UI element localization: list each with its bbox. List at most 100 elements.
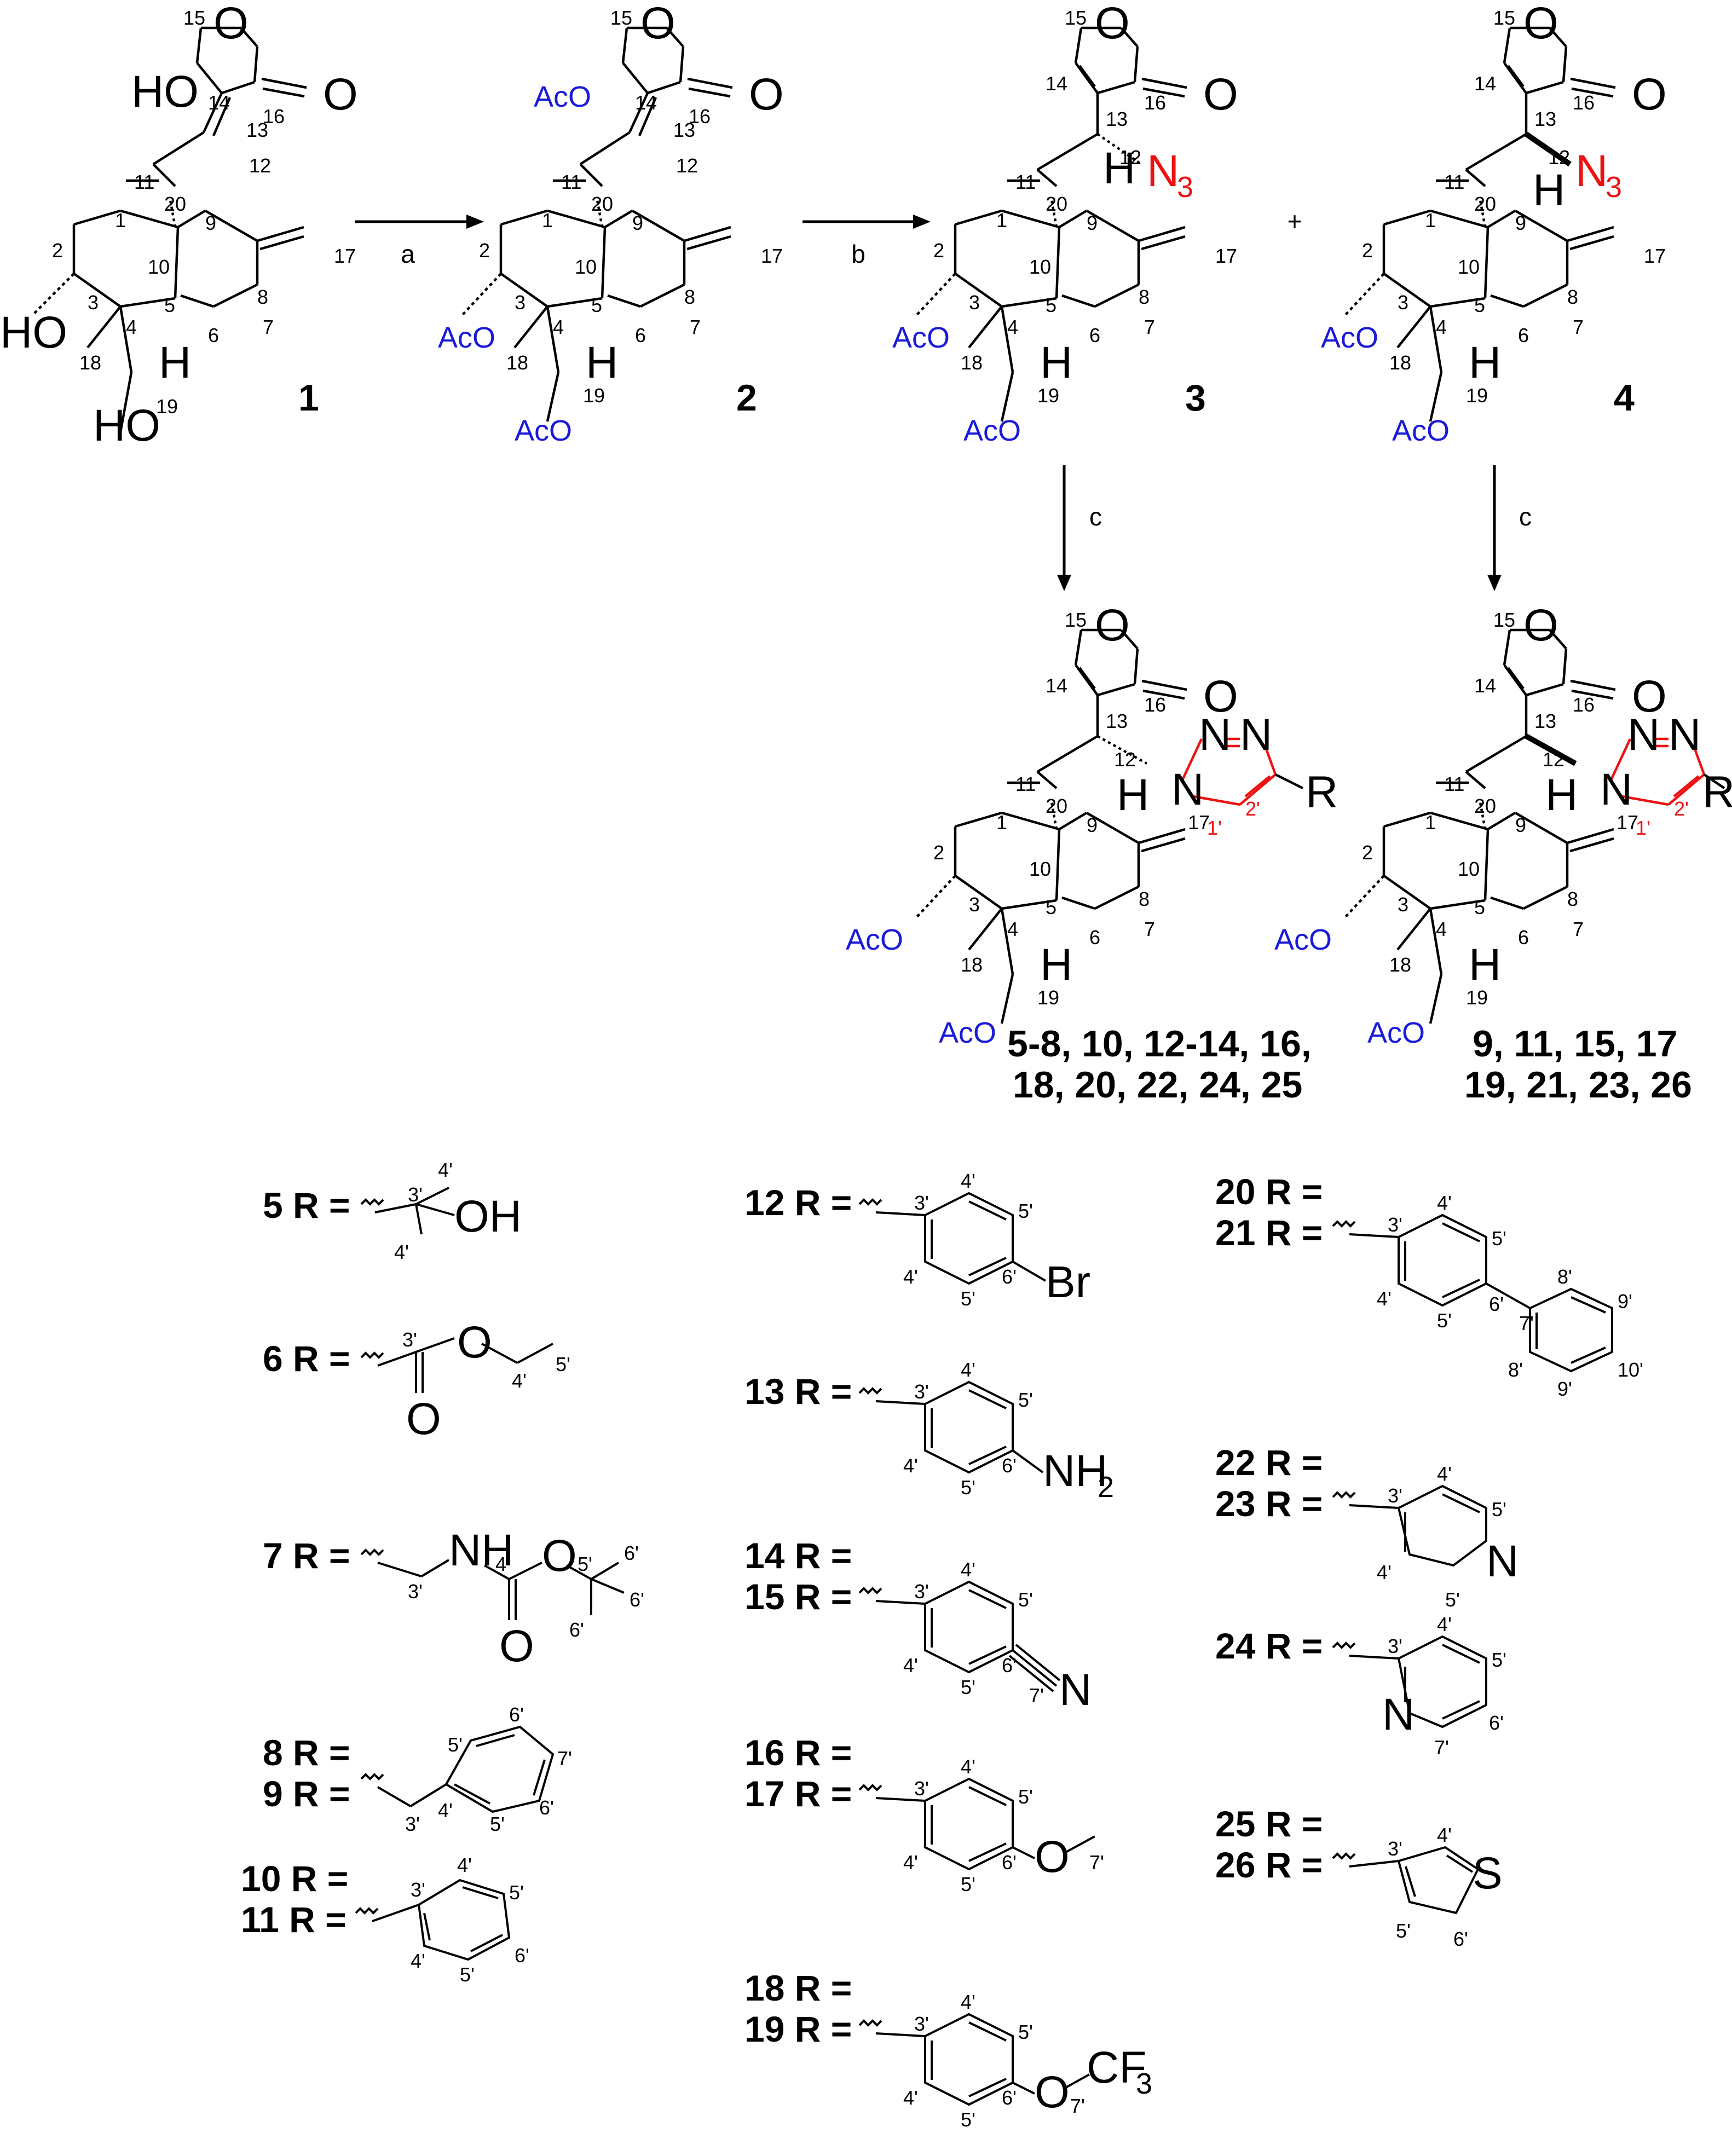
r12-p4a: 4'	[961, 1170, 975, 1192]
tb-num-8: 8	[1567, 888, 1578, 910]
r-group-10-11: 10 R = 11 R = 3' 4' 5' 6' 5' 4'	[241, 1854, 529, 1986]
c3-num-7: 7	[1144, 316, 1155, 338]
c1-ho-14: HO	[131, 67, 199, 117]
c1-ho-3: HO	[0, 308, 67, 357]
tb-num-17: 17	[1616, 811, 1638, 834]
r6-o-carbonyl: O	[406, 1394, 441, 1444]
r18-p7: 7'	[1070, 2095, 1085, 2117]
c3-azide-sub: 3	[1177, 171, 1193, 204]
r-group-18-19: 18 R = 19 R = 3' 4' 5' 6' 7' 5' 4' O CF …	[744, 1968, 1152, 2131]
ta-num-7: 7	[1144, 918, 1155, 940]
triazole-ring-b	[1609, 737, 1725, 806]
c1-num-6: 6	[208, 324, 219, 346]
tb-num-1: 1	[1425, 811, 1436, 834]
c2-aco-19: AcO	[515, 414, 572, 447]
r22-p4a: 4'	[1437, 1463, 1452, 1485]
r19-id: 19 R =	[744, 2009, 852, 2049]
ta-n1: N	[1171, 765, 1204, 814]
r16-p4a: 4'	[961, 1755, 975, 1778]
c1-num-7: 7	[263, 316, 274, 338]
r8-p6a: 6'	[509, 1703, 524, 1726]
c3-num-2: 2	[933, 239, 944, 262]
r16-p5b: 5'	[961, 1873, 975, 1895]
c3-num-17: 17	[1215, 245, 1237, 267]
c1-num-2: 2	[52, 239, 63, 262]
r13-p4b: 4'	[903, 1454, 918, 1477]
tb-num-2: 2	[1362, 841, 1373, 864]
c3-num-10: 10	[1029, 256, 1051, 278]
r22-p4b: 4'	[1377, 1561, 1392, 1583]
tb-num-14: 14	[1474, 674, 1496, 697]
c3-num-18: 18	[961, 351, 983, 374]
r10-p5a: 5'	[509, 1881, 524, 1904]
r24-p3: 3'	[1388, 1635, 1402, 1657]
r22-p3: 3'	[1388, 1484, 1402, 1507]
ta-h-5: H	[1040, 940, 1072, 990]
arrow-a: a	[355, 215, 484, 268]
c2-num-2: 2	[479, 239, 490, 262]
c1-num-20: 20	[164, 193, 186, 215]
ta-num-18: 18	[961, 953, 983, 976]
c3-num-19: 19	[1037, 384, 1059, 407]
r14-p6: 6'	[1002, 1654, 1017, 1677]
c4-num-6: 6	[1518, 324, 1529, 346]
c2-num-20: 20	[591, 193, 613, 215]
c1-num-11: 11	[134, 171, 154, 193]
ta-num-17: 17	[1188, 811, 1210, 834]
ta-num-10: 10	[1029, 858, 1051, 880]
c2-num-16: 16	[689, 105, 711, 128]
r14-p5a: 5'	[1018, 1588, 1033, 1611]
c4-num-18: 18	[1389, 351, 1411, 374]
r6-o-ester: O	[457, 1317, 492, 1367]
c4-num-20: 20	[1474, 193, 1496, 215]
r5-p3: 3'	[408, 1183, 423, 1206]
tb-ring-o: O	[1523, 600, 1558, 650]
ta-num-16: 16	[1144, 693, 1166, 716]
compound-1-structure	[32, 26, 307, 433]
r6-p5: 5'	[556, 1353, 570, 1375]
c2-num-14: 14	[635, 91, 657, 114]
r20-p5b: 5'	[1437, 1309, 1452, 1332]
r18-p5a: 5'	[1018, 2021, 1033, 2043]
c4-num-13: 13	[1534, 108, 1556, 130]
c4-num-12: 12	[1548, 146, 1570, 169]
c4-num-10: 10	[1458, 256, 1480, 278]
ta-num-9: 9	[1087, 814, 1098, 836]
c3-num-6: 6	[1089, 324, 1100, 346]
tb-num-13: 13	[1534, 710, 1556, 732]
r-group-20-21: 20 R = 21 R = 3' 4' 5' 6' 7' 8' 9' 10' 9…	[1215, 1171, 1643, 1400]
r12-p3: 3'	[914, 1192, 929, 1214]
c4-carbonyl-o: O	[1632, 70, 1667, 119]
c2-h-5: H	[586, 338, 618, 388]
r21-id: 21 R =	[1215, 1212, 1323, 1253]
r14-id: 14 R =	[744, 1535, 852, 1576]
c4-num-11: 11	[1444, 171, 1464, 193]
r14-n: N	[1059, 1665, 1092, 1715]
compound-4-label: 4	[1614, 377, 1635, 419]
r20-p8b: 8'	[1508, 1359, 1523, 1381]
c1-num-13: 13	[246, 119, 268, 141]
arrow-c-right: c	[1487, 465, 1532, 591]
r-group-13: 13 R = 3' 4' 5' 6' 5' 4' NH 2	[744, 1359, 1114, 1504]
r10-p5b: 5'	[460, 1963, 475, 1986]
c3-num-4: 4	[1007, 316, 1018, 338]
c4-aco-19: AcO	[1392, 414, 1450, 447]
tb-n1: N	[1600, 765, 1632, 814]
c2-num-13: 13	[673, 119, 695, 141]
c3-num-14: 14	[1046, 72, 1067, 95]
r10-p4b: 4'	[411, 1950, 425, 1972]
c1-num-10: 10	[148, 256, 170, 278]
c3-num-8: 8	[1139, 286, 1150, 308]
tb-num-2p: 2'	[1674, 797, 1689, 820]
c2-num-10: 10	[575, 256, 597, 278]
r25-p6: 6'	[1453, 1928, 1468, 1950]
r8-p4: 4'	[438, 1799, 453, 1822]
r5-p4a: 4'	[438, 1159, 453, 1181]
ta-num-14: 14	[1046, 674, 1067, 697]
r18-cf: CF	[1087, 2043, 1146, 2093]
r10-p6: 6'	[515, 1944, 529, 1967]
r25-p4: 4'	[1437, 1824, 1452, 1846]
tb-num-6: 6	[1518, 926, 1529, 949]
step-label-a: a	[401, 240, 415, 268]
